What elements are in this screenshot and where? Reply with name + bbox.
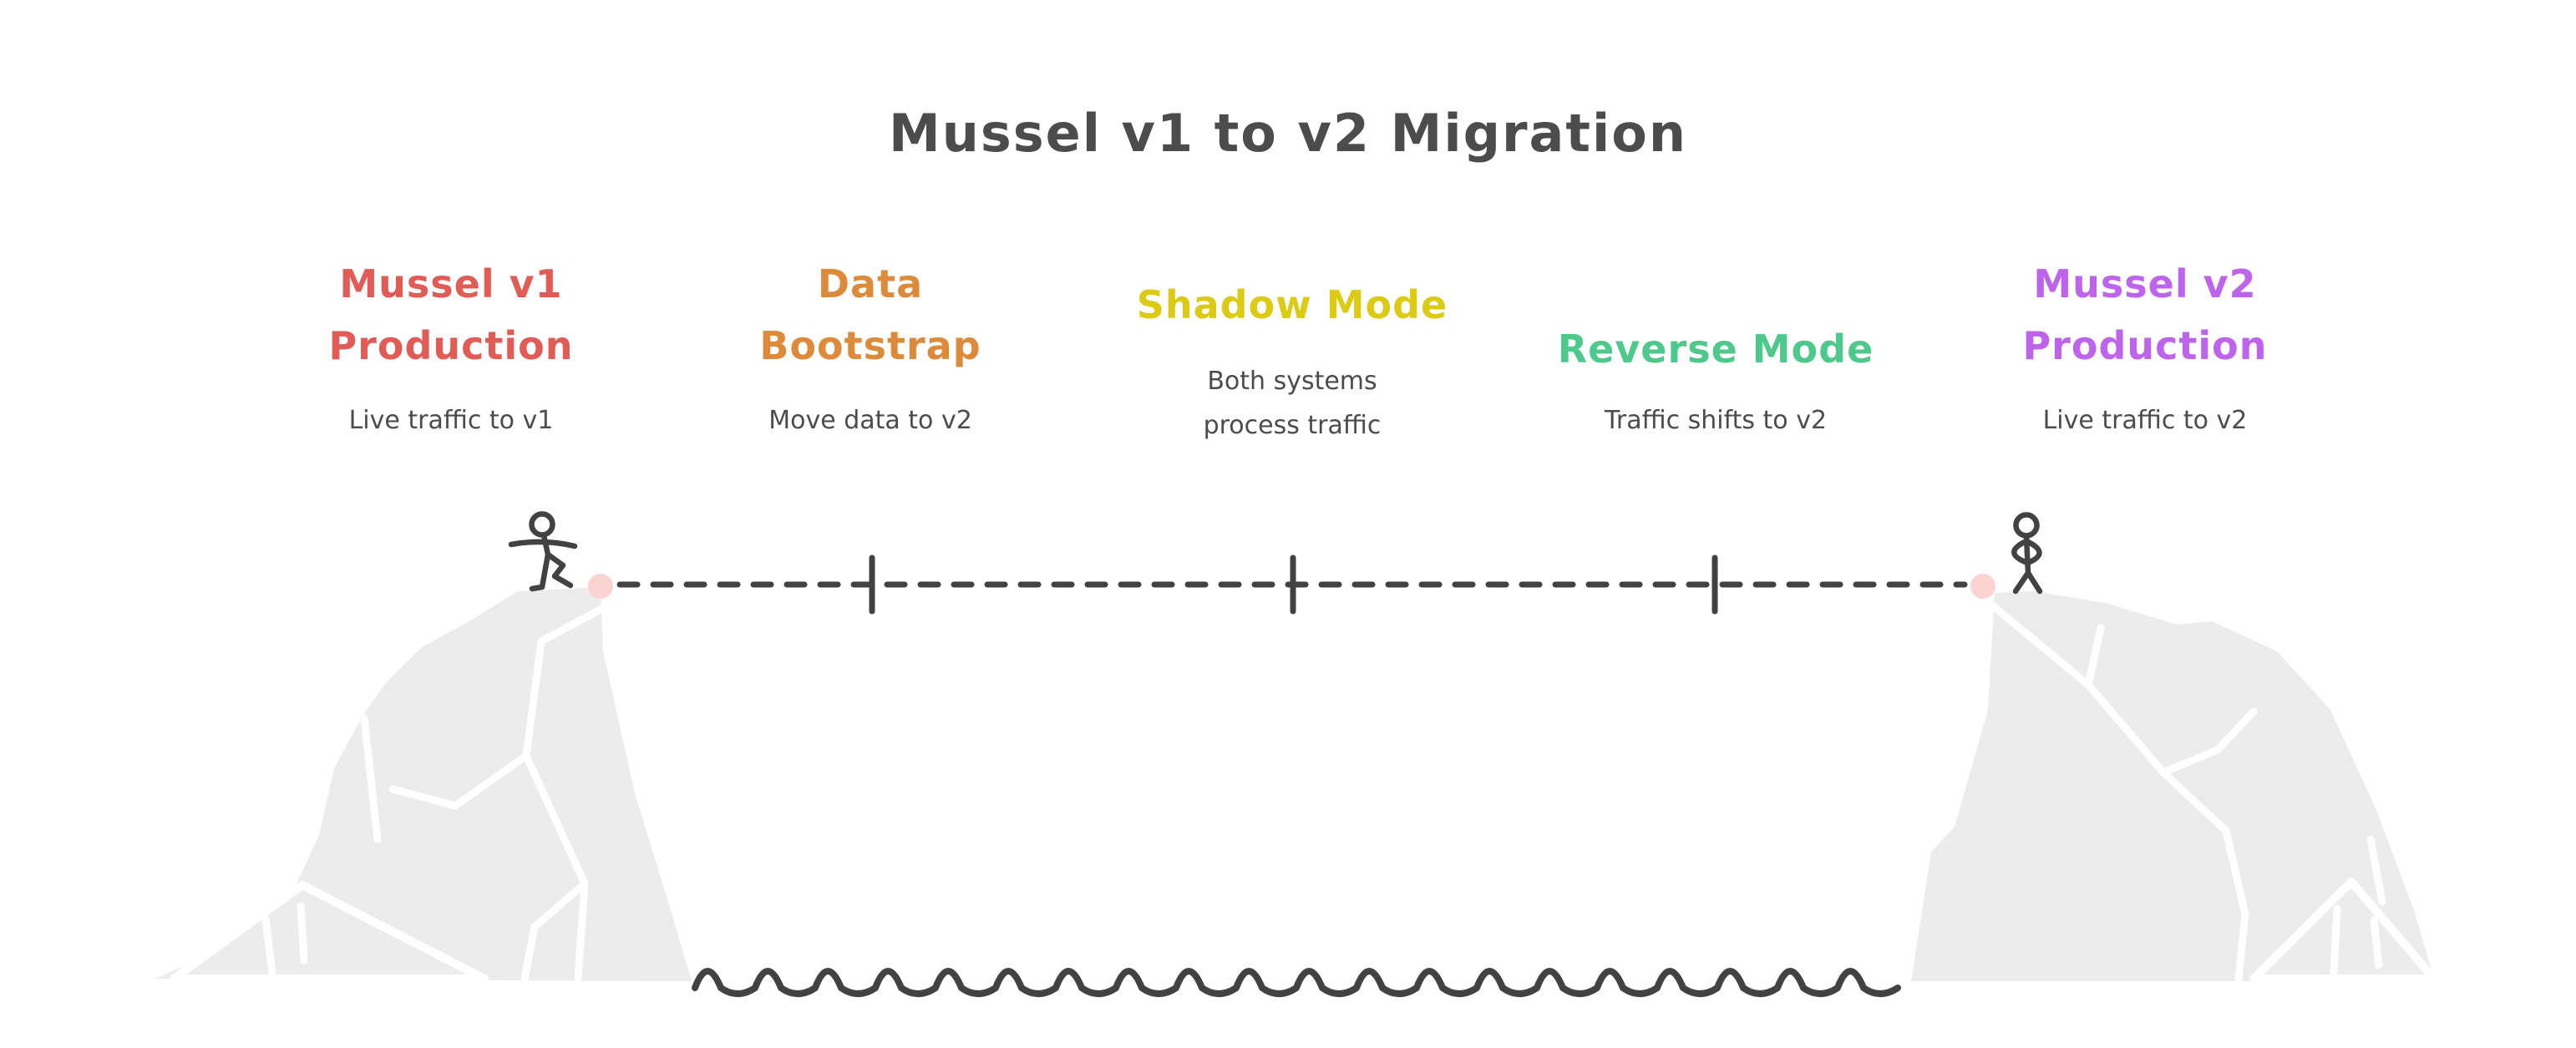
- right-cliff: [1911, 591, 2438, 983]
- stage-shadow-mode: Shadow Mode Both systems process traffic: [1092, 0, 1493, 484]
- stage-data-bootstrap: Data Bootstrap Move data to v2: [670, 0, 1071, 484]
- rope-anchor-right: [1970, 574, 1995, 599]
- stick-figure-standing-icon: [2011, 512, 2043, 595]
- stage-sublabel: Live traffic to v1: [348, 406, 554, 435]
- right-cliff-cracks: [1977, 592, 2386, 983]
- stage-sublabel: Traffic shifts to v2: [1604, 406, 1828, 435]
- stage-mussel-v1-production: Mussel v1 Production Live traffic to v1: [251, 0, 652, 484]
- left-cliff-body: [155, 587, 692, 981]
- stage-sublabel: Live traffic to v2: [2042, 406, 2248, 435]
- stage-mussel-v2-production: Mussel v2 Production Live traffic to v2: [1945, 0, 2345, 484]
- stick-figure-walking-icon: [508, 511, 578, 592]
- left-hill-crack: [297, 902, 308, 964]
- stage-label: Reverse Mode: [1557, 327, 1874, 372]
- stage-sublabel: Move data to v2: [768, 406, 972, 435]
- rope-anchor-left: [588, 574, 613, 599]
- right-foreground-hill: [2249, 878, 2438, 983]
- stage-label: Mussel v2 Production: [2022, 261, 2268, 368]
- right-hill-crack: [2330, 904, 2341, 976]
- right-hill-crack: [2370, 916, 2383, 970]
- stage-sublabel: Both systems process traffic: [1203, 367, 1382, 440]
- left-hill-crack: [261, 914, 276, 978]
- diagram-title: Mussel v1 to v2 Migration: [889, 103, 1687, 164]
- stage-label: Mussel v1 Production: [328, 261, 574, 368]
- stage-label: Shadow Mode: [1136, 282, 1448, 327]
- stage-label: Data Bootstrap: [759, 261, 981, 368]
- water-wave-line: [692, 968, 1901, 997]
- left-cliff-cracks: [360, 590, 662, 983]
- left-foreground-hill: [170, 881, 489, 983]
- left-cliff: [155, 587, 692, 983]
- stage-reverse-mode: Reverse Mode Traffic shifts to v2: [1515, 0, 1916, 484]
